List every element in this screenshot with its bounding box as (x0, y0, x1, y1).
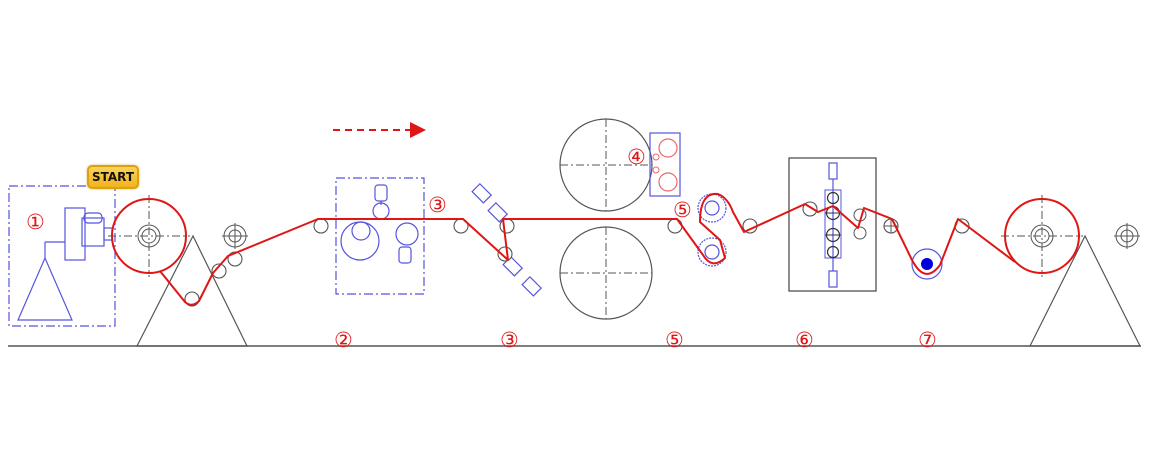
unwind-roll (108, 195, 190, 277)
start-button[interactable]: START (87, 165, 139, 189)
rewind-stand (1029, 234, 1141, 347)
lower-drum (559, 226, 653, 320)
unwind-stand (136, 234, 248, 347)
upper-drum (559, 118, 653, 212)
unit-5-rollers (697, 193, 727, 267)
unit-6-box (788, 157, 877, 292)
unit-4-box (649, 132, 681, 197)
unwind-drive-box (8, 185, 116, 327)
rewind-roll (1001, 195, 1083, 277)
marker-unit-4: ④ (627, 145, 646, 169)
marker-unit-5-top: ⑤ (673, 198, 692, 222)
marker-unit-3-bottom: ③ (500, 328, 519, 352)
marker-unit-2: ② (334, 328, 353, 352)
marker-unit-7: ⑦ (918, 328, 937, 352)
marker-unit-3-top: ③ (428, 193, 447, 217)
unit-7-roller (911, 248, 943, 280)
unit-2-box (335, 177, 425, 295)
unit-3-tilted-guides (471, 182, 543, 297)
marker-unit-1: ① (26, 210, 45, 234)
marker-unit-6: ⑥ (795, 328, 814, 352)
marker-unit-5-bottom: ⑤ (665, 328, 684, 352)
idler-rollers (184, 201, 970, 307)
web-path (159, 192, 1016, 306)
spare-core-left (222, 223, 248, 249)
spare-core-right (1114, 223, 1140, 249)
